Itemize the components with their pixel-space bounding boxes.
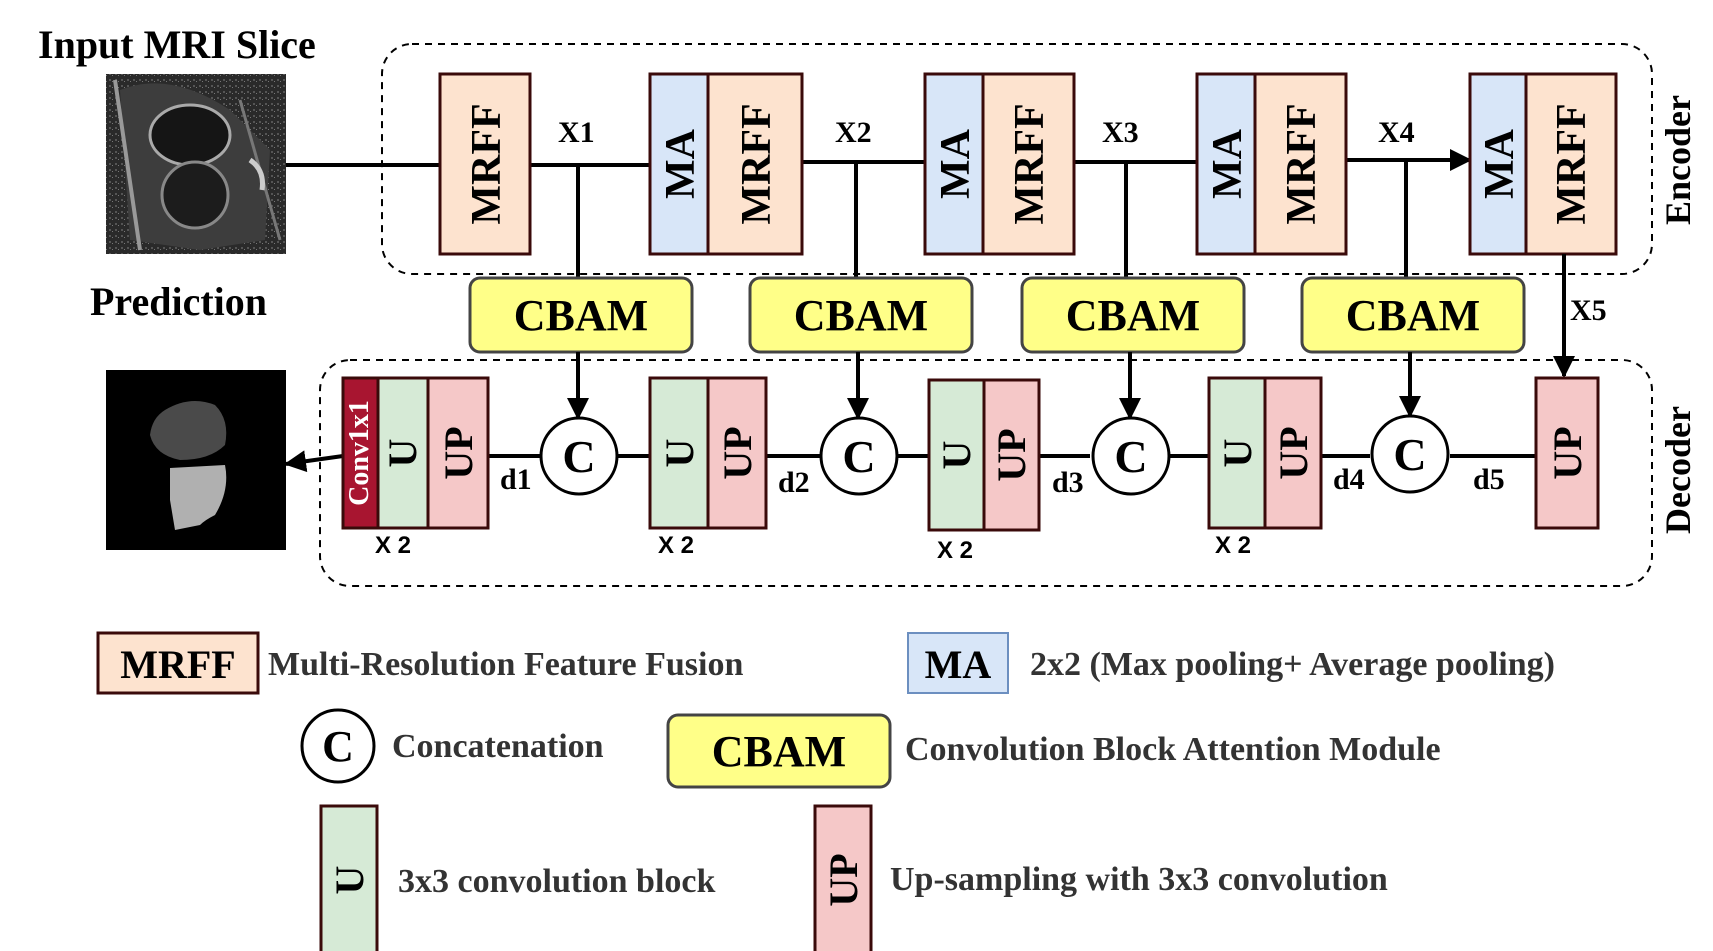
mrff-label: MRFF — [1007, 103, 1053, 224]
cbam-block-1: CBAM — [468, 276, 694, 354]
encoder-stage-4: MA MRFF — [1195, 72, 1348, 256]
encoder-stage-2: MA MRFF — [648, 72, 804, 256]
skip-label-x4: X4 — [1378, 116, 1415, 149]
ma-label: MA — [1477, 128, 1523, 199]
u-label: U — [934, 441, 979, 470]
ma-label: MA — [933, 128, 979, 199]
up-label: UP — [715, 426, 760, 479]
cbam-block-3: CBAM — [1020, 276, 1246, 354]
decoder-stage-3: U UP — [927, 378, 1041, 532]
decoder-label-d2: d2 — [778, 466, 810, 499]
up-label: UP — [821, 853, 866, 906]
cbam-label: CBAM — [712, 727, 846, 776]
u-label: U — [380, 439, 425, 468]
cbam-label: CBAM — [514, 291, 648, 340]
repeat-label: X 2 — [658, 532, 694, 559]
encoder-stage-1: MRFF — [438, 72, 532, 256]
concat-node-2: C — [819, 416, 899, 496]
mrff-label: MRFF — [1549, 103, 1595, 224]
encoder-stage-5: MA MRFF — [1468, 72, 1618, 256]
up-label: UP — [436, 426, 481, 479]
encoder-stage-3: MA MRFF — [923, 72, 1076, 256]
prediction-title: Prediction — [90, 279, 267, 324]
cbam-label: CBAM — [794, 291, 928, 340]
legend-item-mrff: MRFF Multi-Resolution Feature Fusion — [96, 631, 743, 695]
concat-label: C — [842, 431, 875, 482]
decoder-stage-5: UP — [1534, 376, 1600, 530]
repeat-label: X 2 — [375, 532, 411, 559]
concat-label: C — [1393, 429, 1426, 480]
concat-node-3: C — [1091, 416, 1171, 496]
cbam-label: CBAM — [1346, 291, 1480, 340]
legend-up-text: Up-sampling with 3x3 convolution — [890, 861, 1388, 898]
legend-item-up: UP Up-sampling with 3x3 convolution — [813, 804, 1388, 951]
u-label: U — [1215, 439, 1260, 468]
ma-label: MA — [925, 642, 992, 687]
concat-node-4: C — [1370, 414, 1450, 494]
legend-item-cbam: CBAM Convolution Block Attention Module — [666, 713, 1441, 789]
skip-label-x3: X3 — [1102, 116, 1139, 149]
legend-item-concat: C Concatenation — [300, 708, 604, 784]
input-mri-image — [106, 74, 286, 254]
decoder-label: Decoder — [1658, 406, 1698, 534]
legend-concat-text: Concatenation — [392, 728, 604, 765]
mrff-label: MRFF — [464, 103, 510, 224]
legend-item-u: U 3x3 convolution block — [319, 804, 715, 951]
concat-label: C — [1114, 431, 1147, 482]
cbam-block-2: CBAM — [748, 276, 974, 354]
legend: MRFF Multi-Resolution Feature Fusion MA … — [96, 631, 1555, 951]
concat-label: C — [562, 431, 595, 482]
decoder-label-d1: d1 — [500, 463, 532, 496]
u-label: U — [657, 439, 702, 468]
legend-ma-text: 2x2 (Max pooling+ Average pooling) — [1030, 646, 1555, 683]
mrff-label: MRFF — [1279, 103, 1325, 224]
skip-label-x1: X1 — [558, 116, 595, 149]
input-title: Input MRI Slice — [38, 22, 316, 67]
decoder-label-d5: d5 — [1473, 463, 1505, 496]
concat-node-1: C — [539, 416, 619, 496]
skip-label-x5: X5 — [1570, 294, 1607, 327]
cbam-block-4: CBAM — [1300, 276, 1526, 354]
concat-label: C — [322, 722, 354, 771]
encoder-label: Encoder — [1658, 95, 1698, 225]
u-label: U — [327, 866, 372, 895]
repeat-label: X 2 — [1215, 532, 1251, 559]
decoder-stage-1: Conv1x1 U UP — [341, 376, 490, 530]
up-label: UP — [989, 428, 1034, 481]
up-label: UP — [1545, 426, 1590, 479]
encoder-region — [381, 43, 1653, 275]
up-label: UP — [1271, 426, 1316, 479]
cbam-label: CBAM — [1066, 291, 1200, 340]
ma-label: MA — [658, 128, 704, 199]
legend-mrff-text: Multi-Resolution Feature Fusion — [268, 646, 743, 683]
decoder-label-d3: d3 — [1052, 466, 1084, 499]
legend-cbam-text: Convolution Block Attention Module — [905, 731, 1441, 768]
mrff-label: MRFF — [734, 103, 780, 224]
decoder-stage-4: U UP — [1207, 376, 1323, 530]
decoder-stage-2: U UP — [648, 376, 768, 530]
conv1x1-label: Conv1x1 — [344, 400, 375, 506]
repeat-label: X 2 — [937, 537, 973, 564]
prediction-image — [106, 370, 286, 550]
skip-label-x2: X2 — [835, 116, 872, 149]
mrff-label: MRFF — [120, 642, 236, 687]
decoder-label-d4: d4 — [1333, 463, 1365, 496]
legend-u-text: 3x3 convolution block — [398, 863, 715, 900]
ma-label: MA — [1205, 128, 1251, 199]
legend-item-ma: MA 2x2 (Max pooling+ Average pooling) — [907, 632, 1555, 694]
